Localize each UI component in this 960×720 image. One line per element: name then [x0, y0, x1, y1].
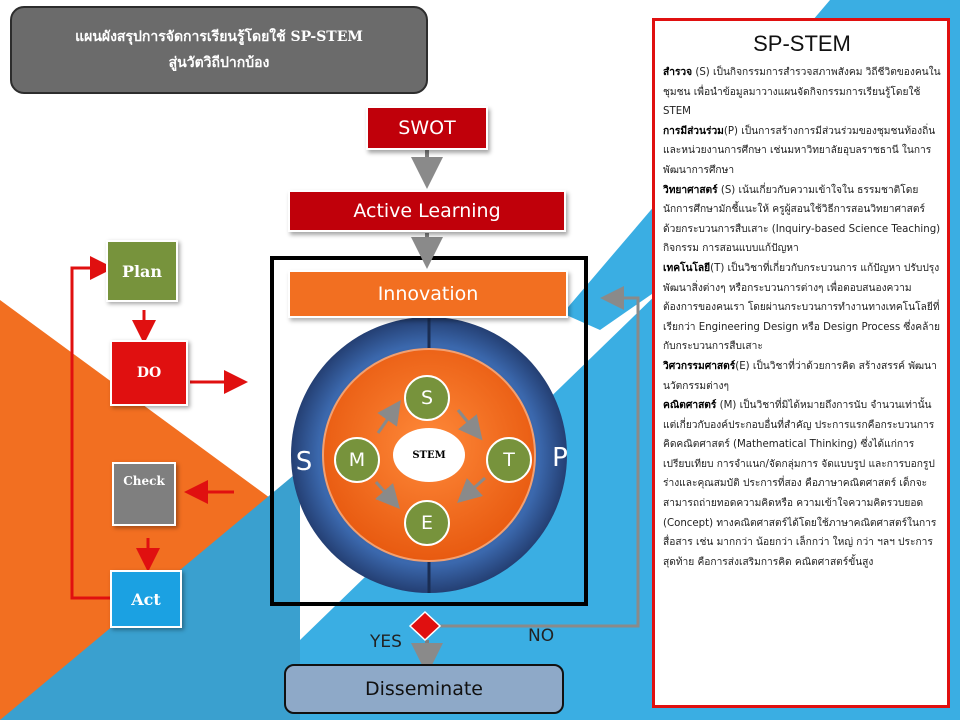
ring-label-p: P: [552, 443, 568, 473]
panel-body: สำรวจ (S) เป็นกิจกรรมการสำรวจสภาพสังคม ว…: [663, 63, 941, 572]
stem-node-e: E: [404, 500, 450, 546]
disseminate-box: Disseminate: [284, 664, 564, 714]
panel-title: SP-STEM: [753, 31, 851, 56]
panel-item-technology: เทคโนโลยี(T) เป็นวิชาที่เกี่ยวกับกระบวนก…: [663, 262, 941, 353]
panel-item-survey: สำรวจ (S) เป็นกิจกรรมการสำรวจสภาพสังคม ว…: [663, 67, 941, 118]
pdca-plan: Plan: [106, 240, 178, 302]
stem-node-t: T: [486, 437, 532, 483]
pdca-act: Act: [110, 570, 182, 628]
yes-label: YES: [370, 632, 402, 652]
pdca-do: DO: [110, 340, 188, 406]
pdca-check: Check: [112, 462, 176, 526]
sp-stem-panel: SP-STEM สำรวจ (S) เป็นกิจกรรมการสำรวจสภา…: [652, 18, 950, 708]
ring-label-s: S: [295, 447, 313, 477]
title-line-2: สู่นวัตวิถีปากบ้อง: [168, 55, 270, 71]
swot-box: SWOT: [366, 106, 488, 150]
stem-node-s: S: [404, 375, 450, 421]
decision-diamond: [408, 610, 442, 642]
diagram-title: แผนผังสรุปการจัดการเรียนรู้โดยใช้ SP-STE…: [10, 6, 428, 94]
panel-item-engineering: วิศวกรรมศาสตร์(E) เป็นวิชาที่ว่าด้วยการค…: [663, 360, 937, 392]
stem-node-m: M: [334, 437, 380, 483]
active-learning-box: Active Learning: [288, 190, 566, 232]
panel-item-mathematics: คณิตศาสตร์ (M) เป็นวิชาที่มิได้หมายถึงกา…: [663, 400, 937, 568]
center-ellipse: [393, 428, 465, 482]
stem-center-label: STEM: [412, 449, 446, 461]
title-line-1: แผนผังสรุปการจัดการเรียนรู้โดยใช้ SP-STE…: [75, 29, 363, 45]
panel-item-participation: การมีส่วนร่วม(P) เป็นการสร้างการมีส่วนร่…: [663, 125, 936, 176]
innovation-box: Innovation: [288, 270, 568, 318]
no-label: NO: [528, 626, 555, 646]
panel-item-science: วิทยาศาสตร์ (S) เน้นเกี่ยวกับความเข้าใจใ…: [663, 184, 941, 255]
